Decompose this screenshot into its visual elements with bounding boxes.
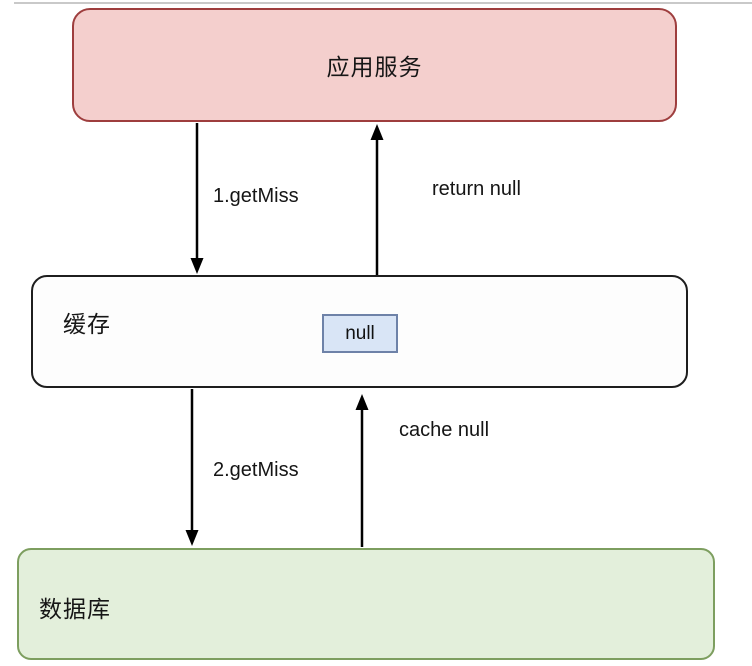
node-database: 数据库 bbox=[17, 548, 715, 660]
edge-label-cache-null: cache null bbox=[399, 419, 490, 441]
edge-label-get-miss-1: 1.getMiss bbox=[213, 185, 299, 207]
arrow-get-miss-2 bbox=[185, 389, 199, 546]
node-database-label: 数据库 bbox=[39, 596, 111, 622]
edge-label-return-null: return null bbox=[432, 178, 521, 200]
arrowhead-up-icon bbox=[370, 124, 384, 140]
node-app-service: 应用服务 bbox=[72, 8, 677, 122]
node-null-value-label: null bbox=[345, 322, 375, 344]
top-border-line bbox=[14, 2, 752, 4]
node-null-value: null bbox=[322, 314, 398, 353]
node-cache: 缓存 bbox=[31, 275, 688, 388]
node-app-service-label: 应用服务 bbox=[326, 54, 423, 80]
arrowhead-down-icon bbox=[185, 530, 199, 546]
edge-label-get-miss-2: 2.getMiss bbox=[213, 459, 299, 481]
arrow-cache-null bbox=[355, 394, 369, 547]
node-cache-label: 缓存 bbox=[63, 311, 111, 337]
arrowhead-down-icon bbox=[190, 258, 204, 274]
arrow-get-miss-1 bbox=[190, 123, 204, 274]
arrow-return-null bbox=[370, 124, 384, 275]
arrowhead-up-icon bbox=[355, 394, 369, 410]
